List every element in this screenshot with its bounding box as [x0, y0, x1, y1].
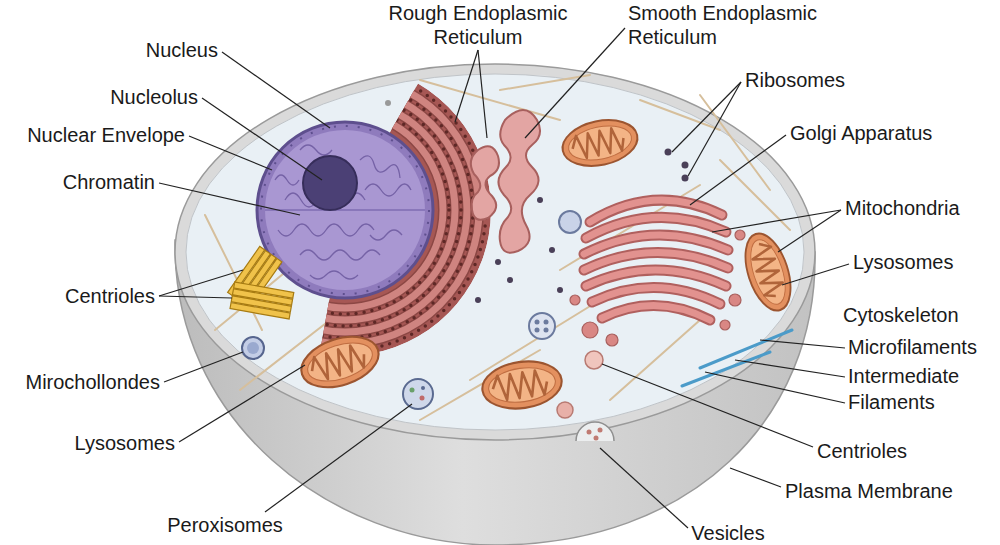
part-label: Golgi Apparatus: [790, 121, 932, 145]
centriole-pair: [228, 246, 294, 319]
plasma-membrane-rim: [175, 64, 815, 440]
centriole-body: [585, 351, 603, 369]
part-label: Peroxisomes: [167, 513, 283, 537]
mitochondria: [295, 114, 799, 414]
cytoplasm: [186, 74, 804, 430]
part-label: Nuclear Envelope: [27, 123, 185, 147]
peroxisome: [403, 379, 433, 409]
part-label: Centrioles: [65, 284, 155, 308]
smooth-er: [471, 110, 540, 253]
part-label: Mitochondria: [845, 196, 960, 220]
part-label: Ribosomes: [745, 68, 845, 92]
part-label: Lysosomes: [853, 250, 953, 274]
part-label: Rough Endoplasmic Reticulum: [358, 1, 598, 49]
golgi-apparatus: [570, 200, 745, 346]
part-label: Vesicles: [691, 521, 764, 545]
part-label: Cytoskeleton: [843, 303, 959, 327]
part-label: Lysosomes: [75, 431, 175, 455]
vesicle-small: [557, 402, 573, 418]
part-label: Microfilaments: [848, 335, 977, 359]
leader-lines: [159, 28, 849, 528]
intermediate-filaments: [682, 330, 792, 386]
vesicle: [559, 211, 581, 233]
lysosome: [242, 337, 264, 359]
nucleus: [257, 122, 433, 298]
ribosomes: [475, 149, 689, 304]
granule: [385, 100, 391, 106]
nucleolus: [303, 156, 357, 210]
part-label: Nucleolus: [110, 85, 198, 109]
part-label: Chromatin: [63, 170, 155, 194]
part-label: Mirochollondes: [25, 370, 160, 394]
part-label: Nucleus: [146, 38, 218, 62]
part-label: Centrioles: [817, 439, 907, 463]
membrane-vesicle: [576, 422, 614, 441]
rough-er: [204, 69, 491, 356]
part-label: Smooth Endoplasmic Reticulum: [628, 1, 858, 49]
part-label: Intermediate: [848, 364, 959, 388]
part-label: Filaments: [848, 390, 935, 414]
peroxisome-small: [529, 313, 555, 339]
part-label: Plasma Membrane: [785, 479, 953, 503]
